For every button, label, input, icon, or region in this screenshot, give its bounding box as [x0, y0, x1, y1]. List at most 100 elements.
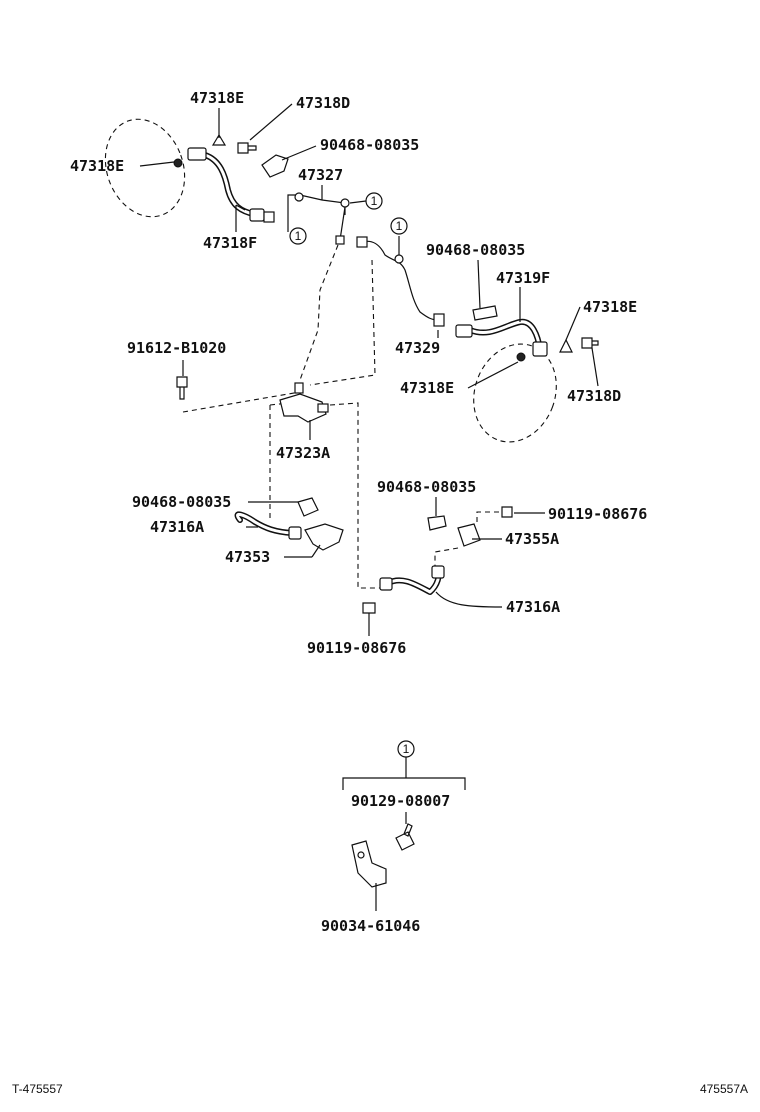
- leader-47318D-right: [591, 347, 599, 387]
- bolt-47318D-right-icon: [581, 337, 599, 349]
- label-90468-08035-c: 90468-08035: [132, 493, 231, 511]
- callout-text-a: 1: [295, 229, 302, 243]
- junction-47323A: [176, 244, 380, 589]
- route-junction-to-bracket: [269, 401, 299, 406]
- leader-47318D-top: [249, 103, 293, 141]
- left-hose-clip: [173, 158, 183, 168]
- bolt-91612-B1020-icon: [176, 376, 188, 400]
- label-90468-08035-a: 90468-08035: [320, 136, 419, 154]
- rear-right-hose-fitting-a: [379, 577, 393, 591]
- leader-90468-b: [477, 259, 481, 309]
- label-47319F: 47319F: [496, 269, 550, 287]
- leader-c1-right: [349, 200, 367, 204]
- clip-90468-08035-right-icon: [472, 305, 498, 321]
- rear-left-hose-fitting: [288, 526, 302, 540]
- clamp-90034-61046-icon: [351, 840, 387, 888]
- left-flexible-hose: [202, 152, 261, 218]
- clip-90468-08035-top-icon: [261, 154, 289, 178]
- tube-joint-b: [340, 198, 350, 208]
- clip-90468-08035-left-icon: [297, 497, 319, 517]
- tube-joint-c: [394, 254, 404, 264]
- label-47318F: 47318F: [203, 234, 257, 252]
- route-bracket-to-hose: [434, 547, 459, 566]
- leader-47318E-right: [565, 306, 581, 341]
- route-right-to-junction: [309, 259, 376, 386]
- label-47323A: 47323A: [276, 444, 330, 462]
- label-47318E-left: 47318E: [70, 157, 124, 175]
- label-90119-08676-a: 90119-08676: [548, 505, 647, 523]
- label-47318E-mid: 47318E: [400, 379, 454, 397]
- right-brake-backing-ellipse: [473, 343, 557, 443]
- callouts: 1 1 1 1: [289, 192, 415, 758]
- right-hose-end-fitting: [532, 341, 548, 357]
- tube-47327-drop: [339, 206, 346, 241]
- leader-47318E-left: [139, 161, 175, 167]
- left-brake-backing-ellipse: [104, 118, 186, 218]
- leader-47318F-b: [235, 204, 246, 211]
- label-47316A-right: 47316A: [506, 598, 560, 616]
- bracket-47355A-icon: [457, 523, 481, 547]
- right-hose-fitting: [455, 324, 473, 338]
- label-47355A: 47355A: [505, 530, 559, 548]
- leader-47353-b: [311, 544, 321, 558]
- footer: T-475557 475557A: [12, 1082, 748, 1096]
- bolt-47318D-top-icon: [237, 142, 257, 154]
- leader-47316A-right: [435, 591, 503, 608]
- label-47318D-right: 47318D: [567, 387, 621, 405]
- rear-left-hose-assembly: [234, 497, 344, 551]
- clamp-assembly: [342, 757, 466, 911]
- leader-47318E-mid: [467, 361, 519, 389]
- leader-lines: [139, 103, 599, 636]
- tube-47329-line: [359, 240, 439, 321]
- callout-text-d: 1: [403, 742, 410, 756]
- route-junction-down-right: [329, 402, 380, 589]
- junction-port-a: [294, 382, 304, 394]
- left-hose-fitting: [187, 147, 207, 161]
- bracket-47353-icon: [304, 523, 344, 551]
- left-flexible-hose-inner: [203, 153, 260, 217]
- label-47316A-left: 47316A: [150, 518, 204, 536]
- label-47353: 47353: [225, 548, 270, 566]
- callout-circle-a: [289, 227, 307, 245]
- brake-tube-47327: [287, 192, 350, 245]
- rear-right-hose-assembly: [362, 506, 513, 614]
- route-bolt-to-junction: [182, 391, 301, 413]
- label-47329: 47329: [395, 339, 440, 357]
- tube-end-fitting-a: [335, 235, 345, 245]
- left-hose-end-fitting: [249, 208, 265, 222]
- bolt-90119-08676-right-icon: [501, 506, 513, 518]
- tube-47329-end: [433, 313, 445, 327]
- label-91612-B1020: 91612-B1020: [127, 339, 226, 357]
- junction-port-b: [317, 403, 329, 413]
- label-90119-08676-b: 90119-08676: [307, 639, 406, 657]
- clamp-hole: [357, 851, 365, 859]
- clamp-bracket-line: [342, 777, 466, 790]
- tube-47329-start: [356, 236, 368, 248]
- route-left-to-junction: [299, 244, 339, 381]
- label-47318D-top: 47318D: [296, 94, 350, 112]
- right-front-hose-assembly: [356, 236, 599, 443]
- footer-right-ref: 475557A: [700, 1082, 748, 1096]
- label-90468-08035-b: 90468-08035: [426, 241, 525, 259]
- left-front-hose-assembly: [104, 118, 289, 223]
- clip-47318E-right-icon: [559, 338, 573, 353]
- bolt-90129-08007-icon: [395, 823, 415, 851]
- clip-90468-08035-right-lower-icon: [427, 515, 447, 531]
- label-90468-08035-d: 90468-08035: [377, 478, 476, 496]
- tube-joint-a: [294, 192, 304, 202]
- left-union-nut: [263, 211, 275, 223]
- label-90034-61046: 90034-61046: [321, 917, 420, 935]
- callout-circle-c: [390, 217, 408, 235]
- label-47318E-top: 47318E: [190, 89, 244, 107]
- clip-47318E-top-icon: [211, 133, 227, 146]
- label-90129-08007: 90129-08007: [351, 792, 450, 810]
- leader-90468-a: [281, 145, 317, 161]
- rear-left-hose-inner: [236, 512, 294, 535]
- route-bolt-to-bracket: [476, 511, 500, 522]
- label-47318E-right: 47318E: [583, 298, 637, 316]
- part-labels: 47318E 47318D 90468-08035 47318E 47327 4…: [70, 89, 647, 935]
- callout-circle-b: [365, 192, 383, 210]
- junction-block-icon: [279, 393, 327, 423]
- bolt-90119-08676-lower-icon: [362, 602, 376, 614]
